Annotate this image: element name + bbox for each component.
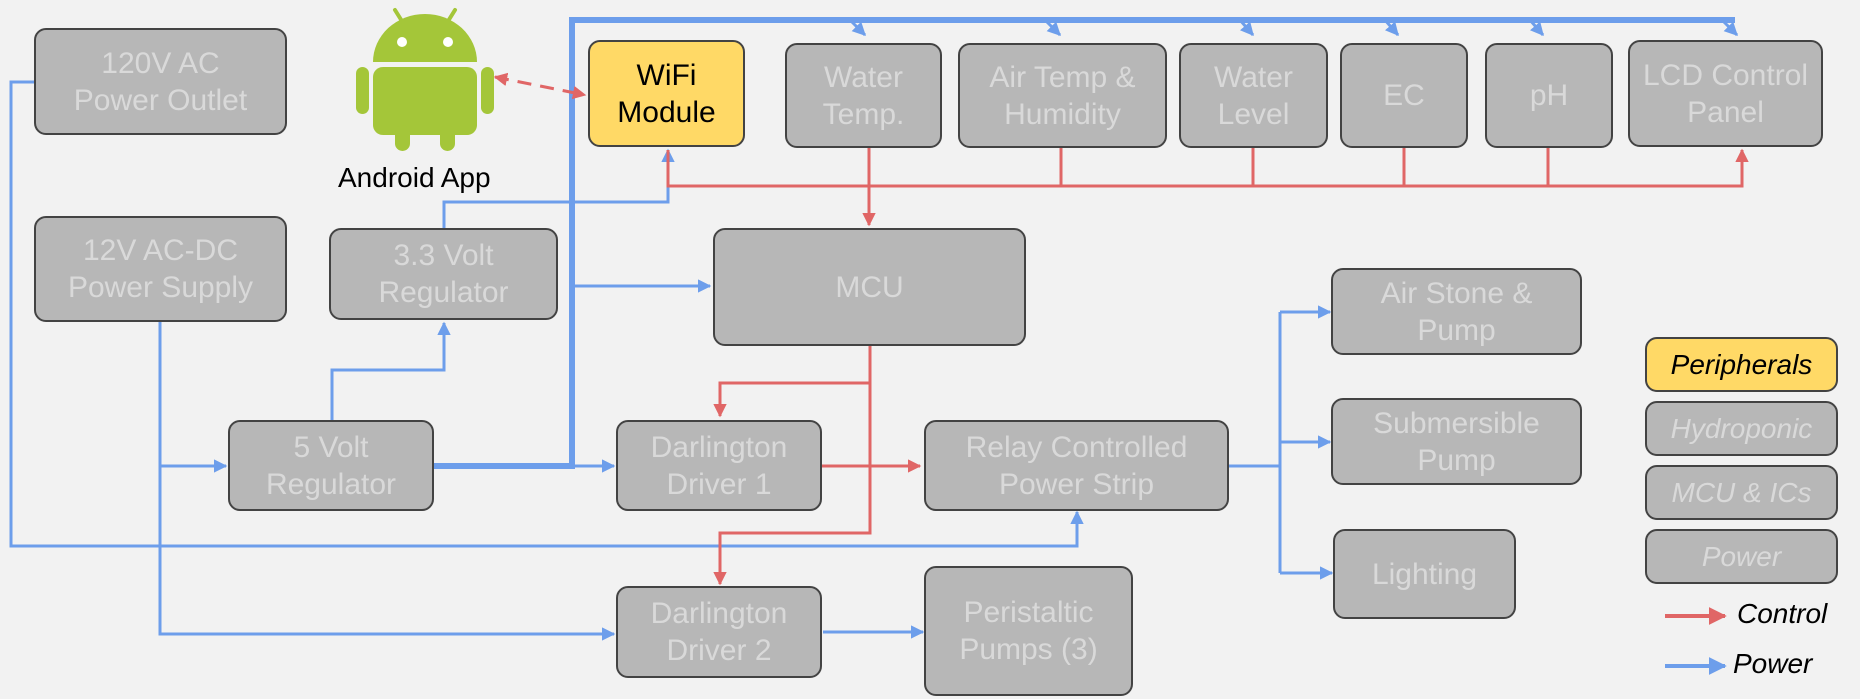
darlington-driver-2-box: Darlington Driver 2 [616, 586, 822, 678]
legend-peripherals-box: Peripherals [1645, 337, 1838, 392]
control-line-android [493, 72, 587, 100]
mcu-box: MCU [713, 228, 1026, 346]
regulator-3v3-box: 3.3 Volt Regulator [329, 228, 558, 320]
power-line-ac [9, 80, 1084, 548]
air-stone-pump-box: Air Stone & Pump [1331, 268, 1582, 355]
legend-mcu-ics-box: MCU & ICs [1645, 465, 1838, 520]
relay-power-strip-box: Relay Controlled Power Strip [924, 420, 1229, 511]
control-line-darlington-1 [713, 381, 870, 418]
power-line-reg33 [330, 321, 451, 420]
darlington-driver-1-box: Darlington Driver 1 [616, 420, 822, 511]
submersible-pump-box: Submersible Pump [1331, 398, 1582, 485]
water-level-box: Water Level [1179, 43, 1328, 148]
power-line-air-temp [1043, 18, 1062, 37]
power-line-ec [1383, 19, 1400, 37]
ac-outlet-box: 120V AC Power Outlet [34, 28, 287, 135]
power-line-12v [158, 322, 616, 641]
wifi-module-box: WiFi Module [588, 40, 745, 147]
lighting-box: Lighting [1333, 529, 1516, 619]
lcd-control-panel-box: LCD Control Panel [1628, 40, 1823, 147]
power-line-water-level [1238, 19, 1255, 37]
air-temp-humidity-box: Air Temp & Humidity [958, 43, 1167, 148]
control-lines [493, 72, 1749, 586]
power-line-water-temp [848, 18, 867, 37]
legend-hydroponic-box: Hydroponic [1645, 401, 1838, 456]
android-robot-icon [356, 8, 494, 151]
water-temp-box: Water Temp. [785, 43, 942, 148]
ec-sensor-box: EC [1340, 43, 1468, 148]
power-line-ph [1528, 19, 1545, 37]
peristaltic-pumps-box: Peristaltic Pumps (3) [924, 566, 1133, 696]
control-line-mcu-down [713, 346, 872, 586]
power-bus-line [434, 17, 1735, 469]
ph-sensor-box: pH [1485, 43, 1613, 148]
power-line-lcd [1720, 18, 1739, 37]
android-app-label: Android App [338, 162, 491, 193]
power-lines [9, 17, 1739, 641]
power-supply-12v-box: 12V AC-DC Power Supply [34, 216, 287, 322]
regulator-5v-box: 5 Volt Regulator [228, 420, 434, 511]
legend-power-box: Power [1645, 529, 1838, 584]
legend-control-label: Control [1737, 598, 1828, 629]
control-bus-line [666, 148, 1749, 188]
legend-power-label: Power [1733, 648, 1813, 679]
